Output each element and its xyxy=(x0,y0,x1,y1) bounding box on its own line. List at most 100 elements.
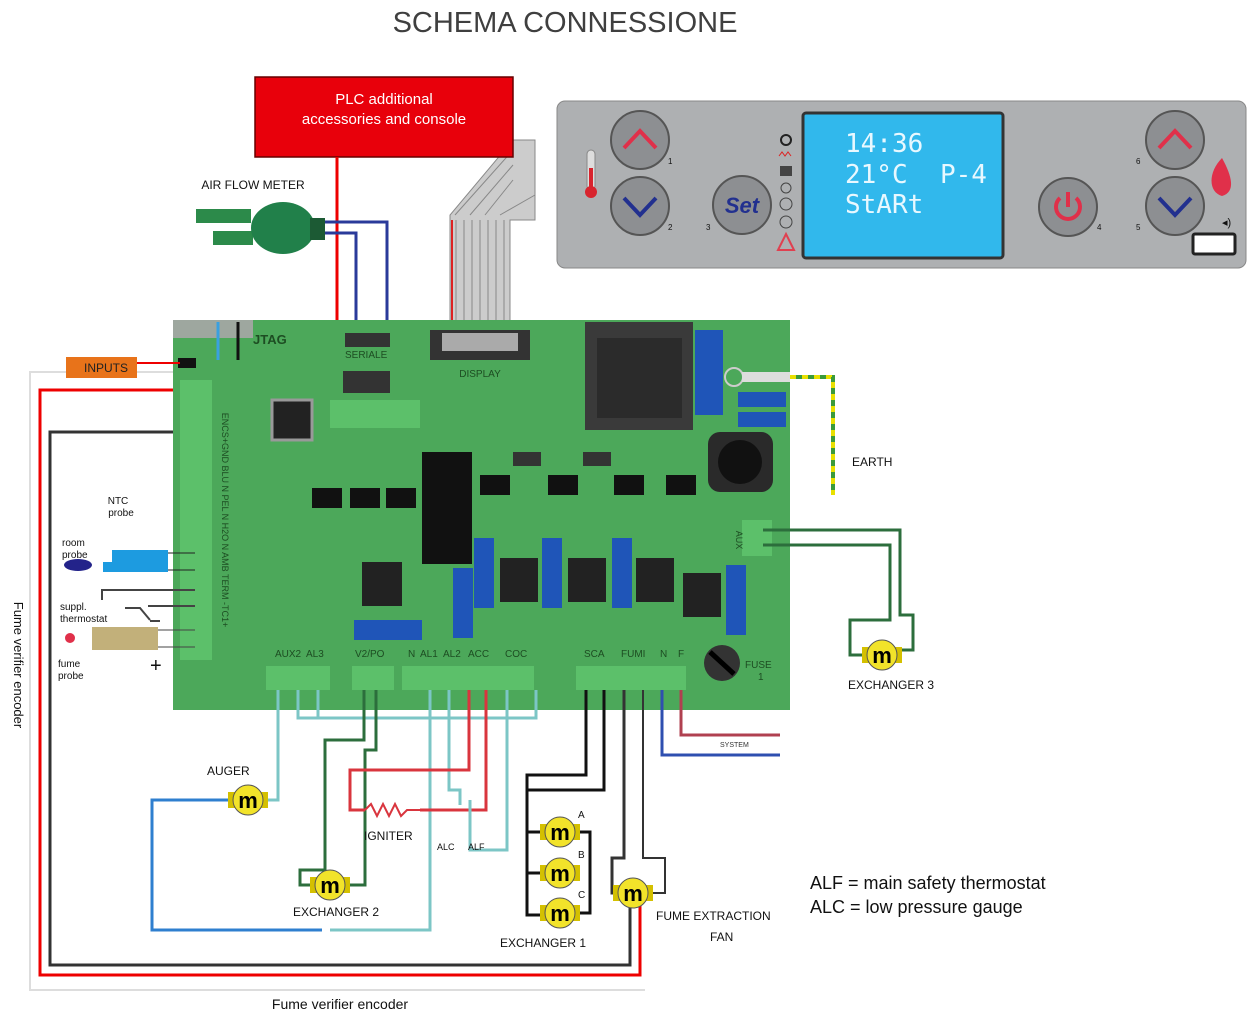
terminal-labels: AUX2 AL3 V2/PO N AL1 AL2 ACC COC SCA FUM… xyxy=(275,649,684,660)
thermostat-switch-icon xyxy=(125,605,195,621)
plc-label-line2: accessories and console xyxy=(302,111,466,128)
alarm-icon xyxy=(776,231,796,251)
thermometer-icon xyxy=(585,149,597,198)
alc-small-label: ALC xyxy=(437,842,455,852)
jtag-label: JTAG xyxy=(253,332,287,347)
status-icon xyxy=(780,134,792,146)
motors: m m m m m m m xyxy=(228,639,902,929)
ir-receiver-window xyxy=(1191,232,1237,256)
exchanger-1-label: EXCHANGER 1 xyxy=(500,936,586,950)
room-probe-label: room xyxy=(62,538,85,549)
component-labels: AUGER IGNITER EXCHANGER 2 EXCHANGER 1 FU… xyxy=(207,678,934,950)
status-icons xyxy=(776,134,796,251)
exchanger-3-label: EXCHANGER 3 xyxy=(848,678,934,692)
terminal-label: V2/PO xyxy=(355,649,385,660)
button-4-power[interactable] xyxy=(1038,177,1098,237)
label-b: B xyxy=(578,850,585,861)
pellet-icon xyxy=(780,166,792,176)
terminal-label: N xyxy=(660,649,667,660)
pump-icon xyxy=(780,182,792,194)
alf-small-label: ALF xyxy=(468,842,485,852)
fume-probe-label: fume xyxy=(58,659,81,670)
button-1-up[interactable] xyxy=(610,110,670,170)
svg-text:m: m xyxy=(623,881,643,906)
legend-alf: ALF = main safety thermostat xyxy=(810,873,1046,893)
legend-alc: ALC = low pressure gauge xyxy=(810,897,1023,917)
fume-fan-label: FAN xyxy=(710,930,733,944)
flame-icon xyxy=(1211,158,1232,196)
plc-label-line1: PLC additional xyxy=(335,91,433,108)
bottom-wires xyxy=(150,528,915,932)
control-board: JTAG SERIALE DISPLAY FUSE 1 AUX ENCS+GND… xyxy=(173,320,790,710)
exchanger-2-motor-icon: m xyxy=(310,869,350,901)
button-6-up[interactable] xyxy=(1145,110,1205,170)
heat-icon xyxy=(778,151,792,157)
terminal-label: AL2 xyxy=(443,649,461,660)
lcd-time: 14:36 xyxy=(845,129,923,159)
earth-label: EARTH xyxy=(852,455,892,469)
button-2-down[interactable] xyxy=(610,176,670,236)
label-c: C xyxy=(578,890,585,901)
aux-label: AUX xyxy=(734,531,744,550)
serial-connector-2 xyxy=(343,371,390,393)
svg-text:m: m xyxy=(550,901,570,926)
terminal-label: AL1 xyxy=(420,649,438,660)
exchanger-1b-motor-icon: m xyxy=(540,857,580,889)
igniter-label: IGNITER xyxy=(364,829,413,843)
left-strip-label: ENCS+GND BLU N PEL N H2O N AMB TERM -TC1… xyxy=(220,413,230,628)
ntc-label: NTC xyxy=(108,496,129,507)
fume-encoder-bottom-label: Fume verifier encoder xyxy=(272,996,409,1012)
thermostat-label: thermostat xyxy=(60,614,107,625)
svg-text:m: m xyxy=(550,820,570,845)
room-probe-sensor xyxy=(64,559,92,571)
system-label: SYSTEM xyxy=(720,742,749,749)
set-label: Set xyxy=(725,193,761,218)
ribbon-cable xyxy=(449,139,536,336)
inputs-box xyxy=(66,357,137,378)
button-3-set[interactable]: Set xyxy=(712,175,772,235)
lcd-screen xyxy=(801,111,1005,260)
seriale-label: SERIALE xyxy=(345,350,388,361)
terminal-label: SCA xyxy=(584,649,605,660)
fume-probe-label: probe xyxy=(58,671,84,682)
air-flow-meter-label: AIR FLOW METER xyxy=(201,178,305,192)
terminal-label: AL3 xyxy=(306,649,324,660)
inputs-label: INPUTS xyxy=(84,361,128,375)
button-number: 2 xyxy=(668,223,673,232)
label-a: A xyxy=(578,810,585,821)
exhaust-icon xyxy=(779,215,793,229)
button-number: 4 xyxy=(1097,223,1102,232)
fan-icon xyxy=(779,197,793,211)
terminal-label: ACC xyxy=(468,649,489,660)
fume-fan-label: FUME EXTRACTION xyxy=(656,909,771,923)
fume-encoder-side-label: Fume verifier encoder xyxy=(11,602,26,729)
lcd-power-level: P-4 xyxy=(940,160,987,190)
speaker-icon: ◂) xyxy=(1222,217,1231,229)
fuse-number: 1 xyxy=(758,672,764,683)
terminal-label: N xyxy=(408,649,415,660)
button-5-down[interactable] xyxy=(1145,176,1205,236)
auger-label: AUGER xyxy=(207,764,250,778)
lcd-status: StARt xyxy=(845,190,923,220)
exchanger-3-motor-icon: m xyxy=(862,639,902,671)
thermostat-label: suppl. xyxy=(60,602,87,613)
earth-terminal xyxy=(724,367,744,387)
probes: NTC probe room probe suppl. thermostat f… xyxy=(58,496,195,682)
room-probe-label: probe xyxy=(62,550,88,561)
left-terminal-strip xyxy=(180,380,212,660)
exchanger-1a-motor-icon: m xyxy=(540,816,580,848)
button-number: 3 xyxy=(706,223,711,232)
exchanger-2-label: EXCHANGER 2 xyxy=(293,905,379,919)
button-number: 1 xyxy=(668,157,673,166)
ntc-label: probe xyxy=(108,508,134,519)
serial-connector xyxy=(345,333,390,347)
button-number: 5 xyxy=(1136,223,1141,232)
fume-fan-motor-icon: m xyxy=(613,877,653,909)
svg-text:m: m xyxy=(550,861,570,886)
terminal-label: FUMI xyxy=(621,649,645,660)
terminal-label: F xyxy=(678,649,684,660)
button-number: 6 xyxy=(1136,157,1141,166)
auger-motor-icon: m xyxy=(228,784,268,816)
svg-text:m: m xyxy=(872,643,892,668)
svg-text:m: m xyxy=(238,788,258,813)
